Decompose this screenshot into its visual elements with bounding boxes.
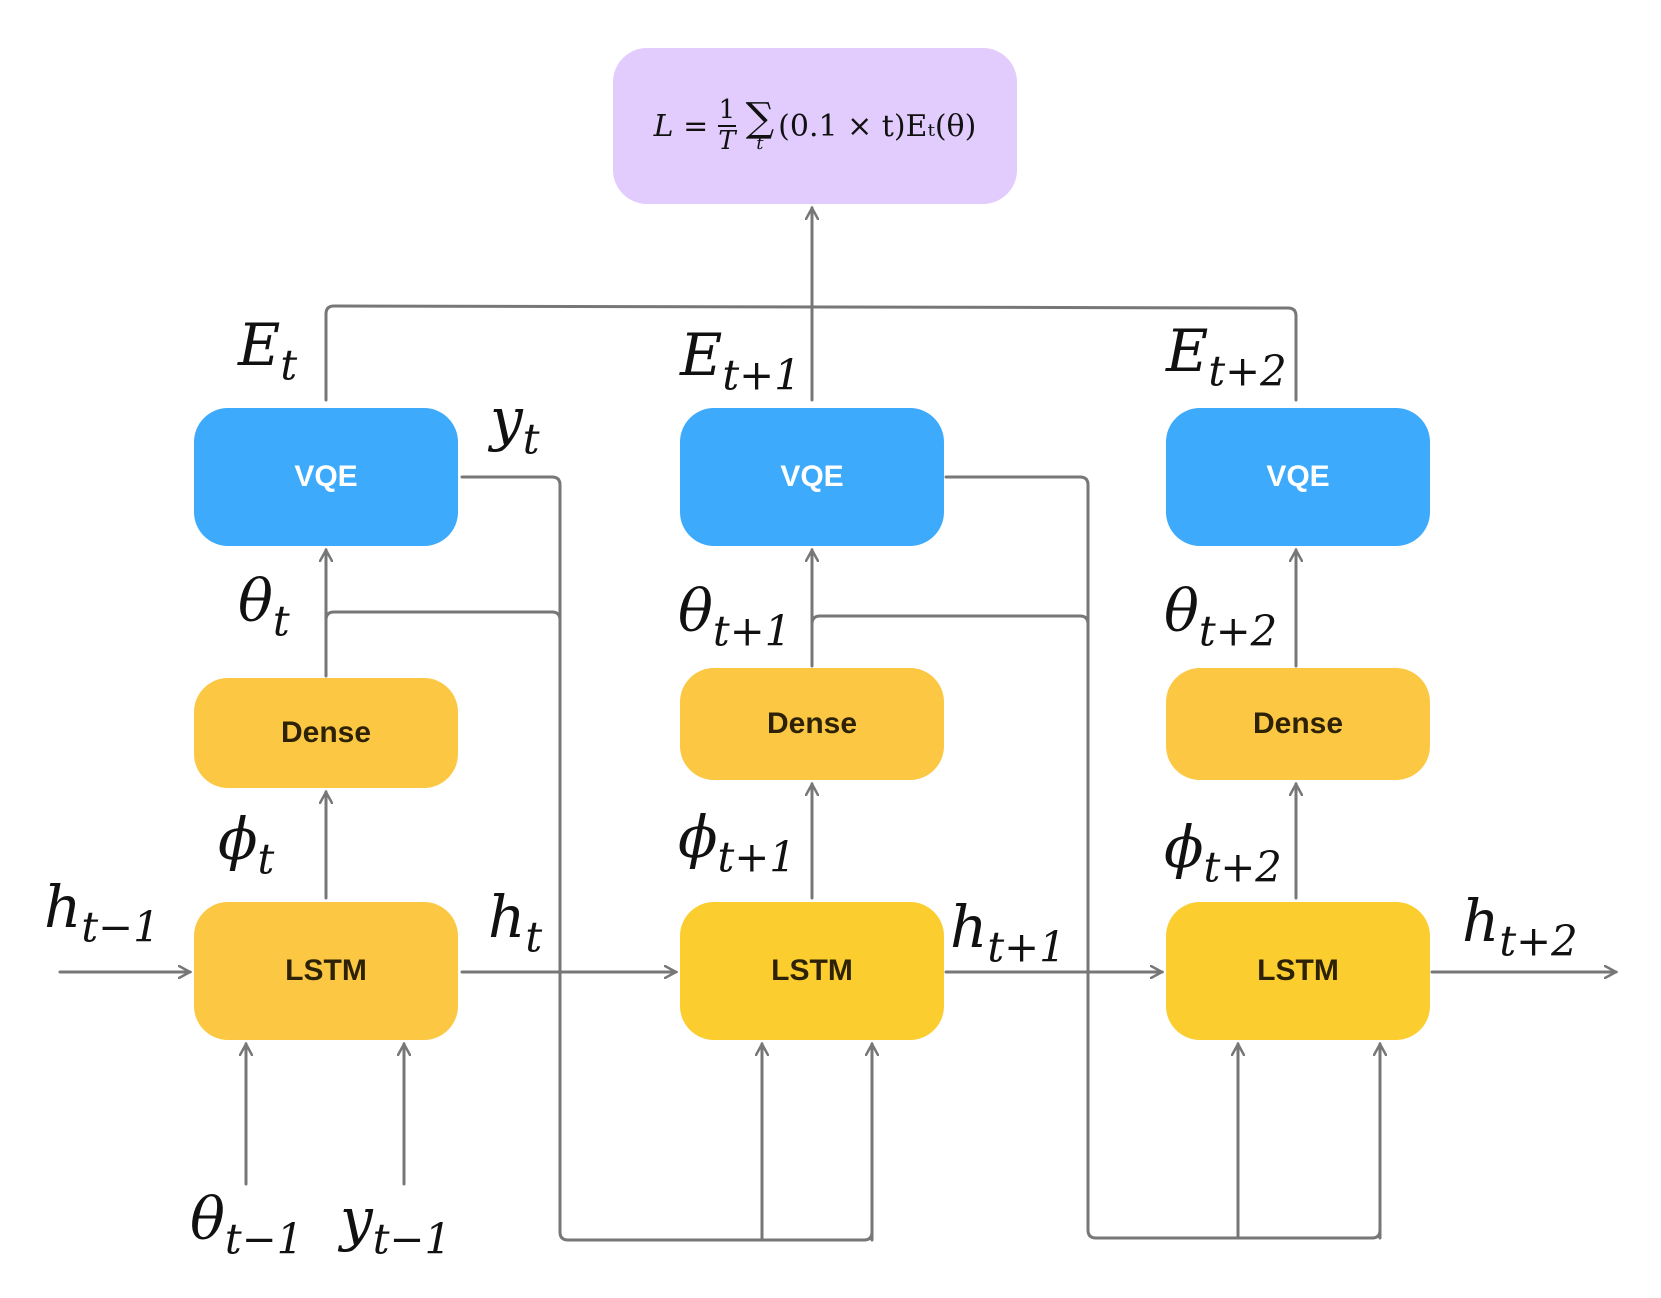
lstm-block-t2: LSTM bbox=[1166, 902, 1430, 1040]
label-phi-t: ϕt bbox=[218, 805, 275, 884]
sum-symbol: ∑ bbox=[745, 94, 775, 141]
label-e-t: Et bbox=[238, 311, 298, 390]
label-theta-t1: θt+1 bbox=[678, 577, 792, 656]
label-theta-prev: θt−1 bbox=[190, 1185, 304, 1264]
vqe-block-t: VQE bbox=[194, 408, 458, 546]
theta-t1-feedback bbox=[810, 614, 1090, 626]
loss-rhs: (0.1 × t)Eₜ(θ) bbox=[778, 108, 977, 144]
sum-index: t bbox=[756, 132, 764, 154]
label-h-t1: ht+1 bbox=[950, 893, 1066, 972]
label-theta-t2: θt+2 bbox=[1164, 577, 1278, 656]
dense-block-t2: Dense bbox=[1166, 668, 1430, 780]
loss-lhs: L = bbox=[653, 108, 709, 144]
loss-frac-den: T bbox=[718, 126, 736, 156]
loss-frac-num: 1 bbox=[718, 95, 736, 126]
loss-box: L = 1 T ∑ t (0.1 × t)Eₜ(θ) bbox=[613, 48, 1017, 204]
dense-block-t: Dense bbox=[194, 678, 458, 788]
lstm-block-t1: LSTM bbox=[680, 902, 944, 1040]
label-e-t2: Et+2 bbox=[1166, 317, 1287, 396]
y-t1-feedback bbox=[944, 475, 1382, 1240]
label-theta-t: θt bbox=[238, 567, 290, 646]
y-t-feedback bbox=[460, 475, 874, 1242]
label-e-t1: Et+1 bbox=[680, 321, 801, 400]
lstm-block-t: LSTM bbox=[194, 902, 458, 1040]
theta-t-feedback bbox=[324, 610, 562, 622]
loss-sum: ∑ t bbox=[745, 94, 775, 154]
label-h-t: ht bbox=[488, 883, 543, 962]
vqe-block-t2: VQE bbox=[1166, 408, 1430, 546]
label-y-prev: yt−1 bbox=[340, 1185, 452, 1264]
label-y-t: yt bbox=[490, 385, 540, 464]
label-h-prev: ht−1 bbox=[44, 873, 160, 952]
loss-frac-bar bbox=[718, 125, 736, 127]
label-phi-t1: ϕt+1 bbox=[678, 803, 796, 882]
dense-block-t1: Dense bbox=[680, 668, 944, 780]
vqe-block-t1: VQE bbox=[680, 408, 944, 546]
label-h-t2: ht+2 bbox=[1462, 887, 1578, 966]
loss-fraction: 1 T bbox=[718, 95, 736, 156]
label-phi-t2: ϕt+2 bbox=[1164, 813, 1282, 892]
